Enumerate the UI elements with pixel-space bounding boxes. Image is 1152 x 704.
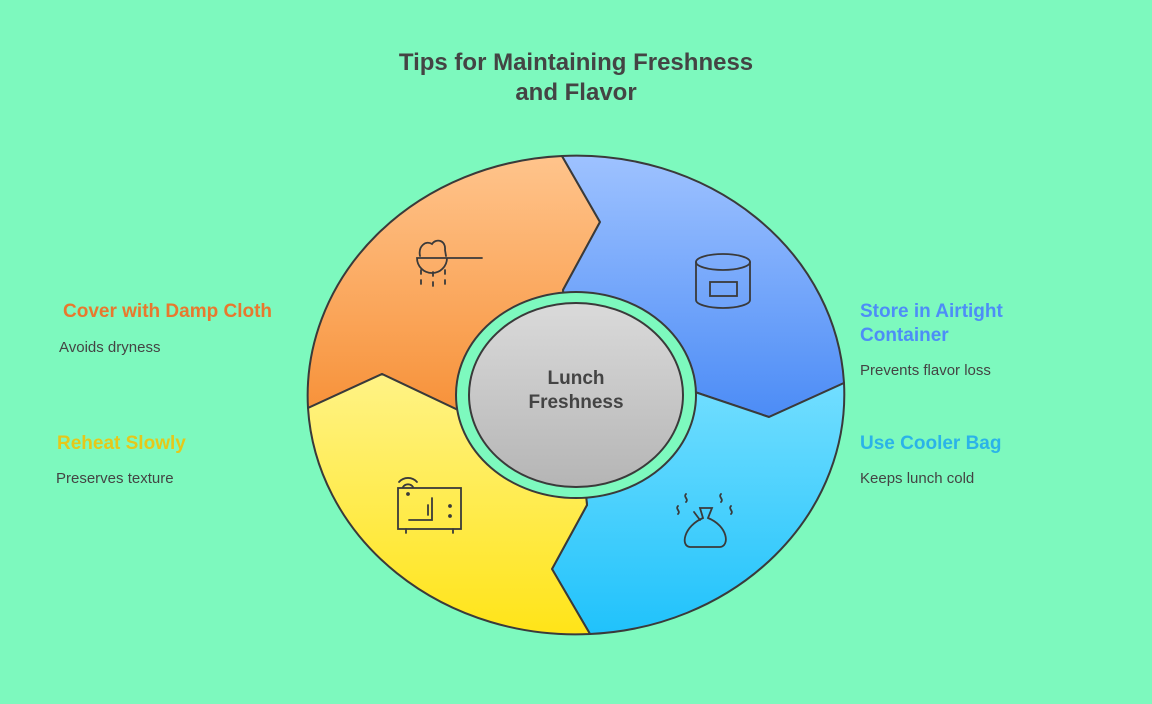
tip-title-reheat-slowly: Reheat Slowly <box>57 433 186 454</box>
center-label-line-1: Lunch <box>548 368 605 389</box>
bag-icon <box>676 493 733 548</box>
tip-title-line-2: Container <box>860 325 949 346</box>
tip-desc-airtight-container: Prevents flavor loss <box>860 362 991 379</box>
tip-title-line-1: Store in Airtight <box>860 301 1003 322</box>
tip-desc-cooler-bag: Keeps lunch cold <box>860 470 975 487</box>
microwave-icon <box>397 477 462 534</box>
tip-desc-cover-damp-cloth: Avoids dryness <box>59 339 161 356</box>
tip-title-cooler-bag: Use Cooler Bag <box>860 433 1002 454</box>
container-icon <box>695 253 751 309</box>
tip-title-cover-damp-cloth: Cover with Damp Cloth <box>63 301 273 322</box>
center-label-line-2: Freshness <box>528 392 623 413</box>
tip-title-airtight-container: Store in Airtight Container <box>860 300 1003 348</box>
title-line-1: Tips for Maintaining Freshness <box>398 49 754 76</box>
center-circle <box>468 302 684 488</box>
tip-desc-reheat-slowly: Preserves texture <box>56 470 174 487</box>
cloth-sieve-icon <box>416 239 483 287</box>
title-line-2: and Flavor <box>515 79 637 106</box>
diagram-title: Tips for Maintaining Freshness and Flavo… <box>0 48 1152 108</box>
